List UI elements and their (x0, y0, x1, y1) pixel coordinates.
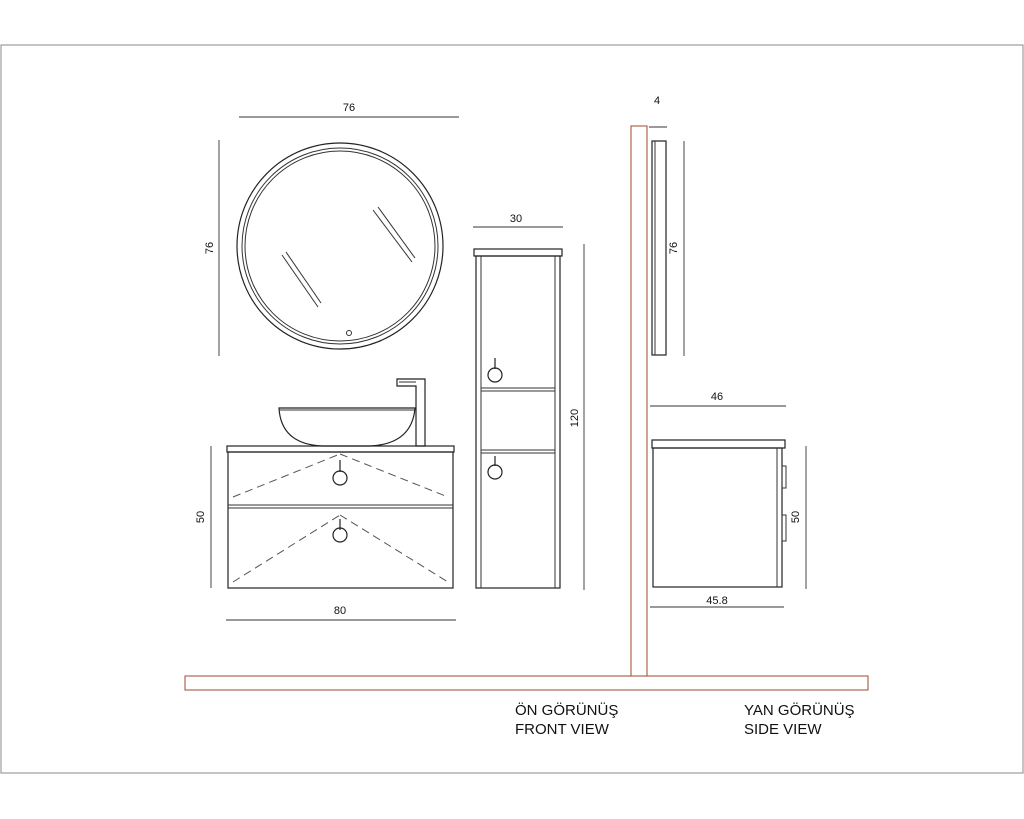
vanity-side-profile (651, 439, 787, 588)
side-bottom-depth-dimension: 45.8 (650, 595, 784, 608)
tall-cabinet-height-dimension: 120 (569, 244, 585, 590)
tall-cabinet-handle-upper (487, 358, 503, 383)
front-view-title-tr: ÖN GÖRÜNÜŞ (515, 701, 618, 719)
round-mirror (236, 142, 444, 350)
mirror-width-label: 76 (343, 102, 355, 114)
vanity-width-label: 80 (334, 605, 346, 617)
mirror-depth-label: 4 (654, 95, 660, 107)
tall-cabinet-height-label: 120 (569, 409, 581, 427)
mirror-height-dimension: 76 (204, 140, 220, 356)
drawer-handle-upper (332, 460, 348, 486)
side-bottom-depth-label: 45.8 (706, 595, 727, 607)
vanity-height-dimension: 50 (195, 446, 212, 588)
side-view-title-en: SIDE VIEW (744, 721, 822, 738)
tall-cabinet (473, 248, 563, 589)
mirror-touch-sensor-icon (346, 330, 352, 336)
front-view-title-en: FRONT VIEW (515, 721, 610, 738)
side-handle-lower (781, 514, 787, 542)
vessel-sink (278, 407, 416, 447)
side-top-depth-label: 46 (711, 391, 723, 403)
tall-cabinet-handle-lower (487, 456, 503, 480)
mirror-side-height-label: 76 (668, 242, 680, 254)
floor-wall (184, 675, 869, 691)
side-handle-upper (781, 465, 787, 489)
mirror-height-label: 76 (204, 242, 216, 254)
vanity-cabinet (226, 445, 455, 589)
vanity-width-dimension: 80 (226, 605, 456, 621)
side-wall (630, 125, 648, 677)
side-view-title-tr: YAN GÖRÜNÜŞ (744, 701, 855, 719)
mirror-side-height-dimension: 76 (668, 141, 685, 356)
mirror-width-dimension: 76 (239, 102, 459, 118)
tall-cabinet-width-label: 30 (510, 213, 522, 225)
vanity-height-label: 50 (195, 511, 207, 523)
tall-cabinet-width-dimension: 30 (473, 213, 563, 228)
drawing-frame (0, 44, 1024, 774)
side-top-depth-dimension: 46 (650, 391, 786, 407)
side-height-label: 50 (790, 511, 802, 523)
mirror-depth-dimension: 4 (649, 95, 667, 128)
drawer-handle-lower (332, 519, 348, 543)
side-height-dimension: 50 (790, 446, 807, 589)
mirror-side-profile (651, 140, 667, 356)
